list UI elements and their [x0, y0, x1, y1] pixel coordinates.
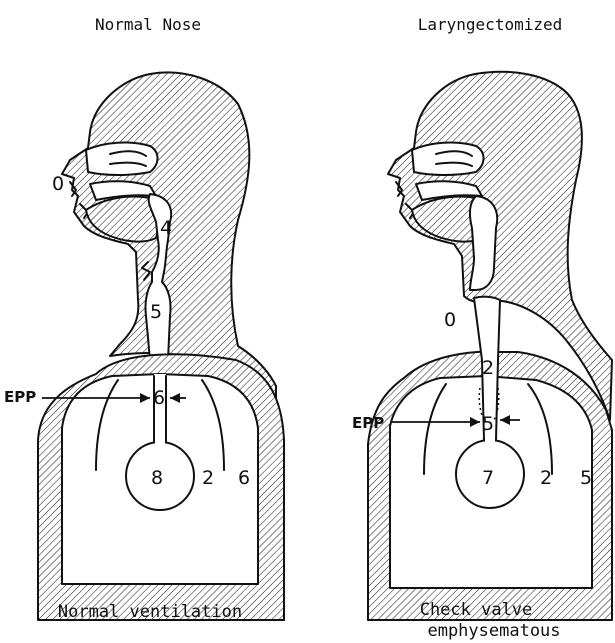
- right-label-stoma: 0: [444, 309, 456, 331]
- right-caption-line2: emphysematous: [427, 621, 560, 641]
- left-nasal-cavity: [86, 143, 158, 175]
- right-epp-label: EPP: [352, 414, 384, 432]
- left-caption: Normal ventilation: [58, 602, 242, 622]
- right-label-trachea-upper: 2: [482, 357, 494, 379]
- right-label-chest-wall: 5: [580, 467, 592, 489]
- left-label-lung: 2: [202, 467, 214, 489]
- right-label-alveoli: 7: [482, 467, 494, 489]
- right-panel-laryngectomized: Laryngectomized EPP: [352, 15, 612, 641]
- left-title: Normal Nose: [95, 15, 201, 34]
- right-label-trachea: 5: [482, 413, 494, 435]
- right-title: Laryngectomized: [418, 15, 563, 34]
- left-label-alveoli: 8: [151, 467, 163, 489]
- left-label-chest-wall: 6: [238, 467, 250, 489]
- right-label-lung: 2: [540, 467, 552, 489]
- right-nasal-cavity: [412, 143, 484, 175]
- left-label-trachea: 6: [153, 387, 165, 409]
- left-label-mouth: 0: [52, 173, 64, 195]
- left-epp-label: EPP: [4, 388, 36, 406]
- right-caption-line1: Check valve: [420, 600, 533, 620]
- left-label-larynx: 5: [150, 301, 162, 323]
- left-label-pharynx: 4: [160, 217, 172, 239]
- right-pharynx: [470, 196, 497, 290]
- left-panel-normal: Normal Nose EPP: [4, 15, 284, 622]
